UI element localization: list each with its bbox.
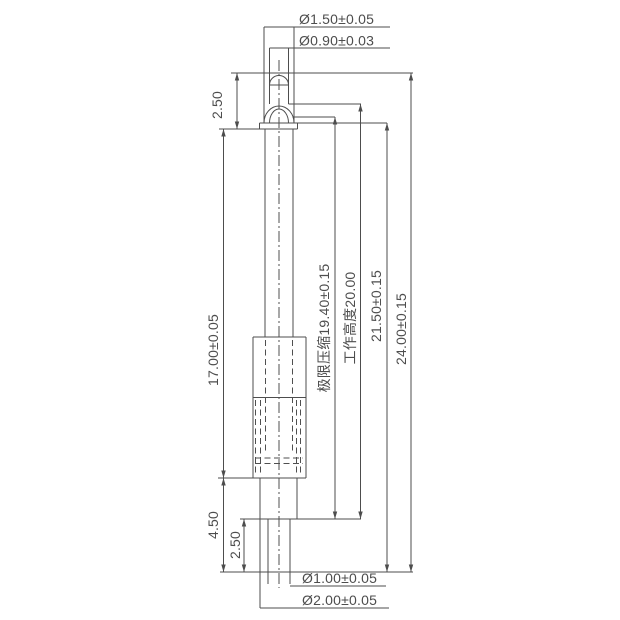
label-tail-length: 2.50 (227, 531, 243, 559)
label-lower-section-length: 4.50 (205, 511, 221, 539)
dimension-labels: Ø1.50±0.05 Ø0.90±0.03 2.50 17.00±0.05 4.… (205, 11, 409, 608)
label-plunger-tip-diameter: Ø0.90±0.03 (299, 33, 374, 49)
label-tail-diameter: Ø1.00±0.05 (302, 570, 377, 586)
label-tip-length: 2.50 (209, 91, 225, 119)
extension-lines (218, 26, 413, 609)
hidden-lines (255, 340, 303, 476)
label-tip-diameter: Ø1.50±0.05 (299, 11, 374, 27)
label-length-21-50: 21.50±0.15 (368, 270, 384, 342)
label-barrel-length: 17.00±0.05 (205, 314, 221, 386)
label-working-height: 工作高度20.00 (342, 272, 358, 365)
label-max-compression: 极限压缩19.40±0.15 (316, 264, 332, 393)
dimension-lines (223, 73, 412, 572)
label-total-length: 24.00±0.15 (393, 293, 409, 365)
label-shoulder-diameter: Ø2.00±0.05 (302, 592, 377, 608)
dimension-arrowheads (221, 73, 414, 572)
